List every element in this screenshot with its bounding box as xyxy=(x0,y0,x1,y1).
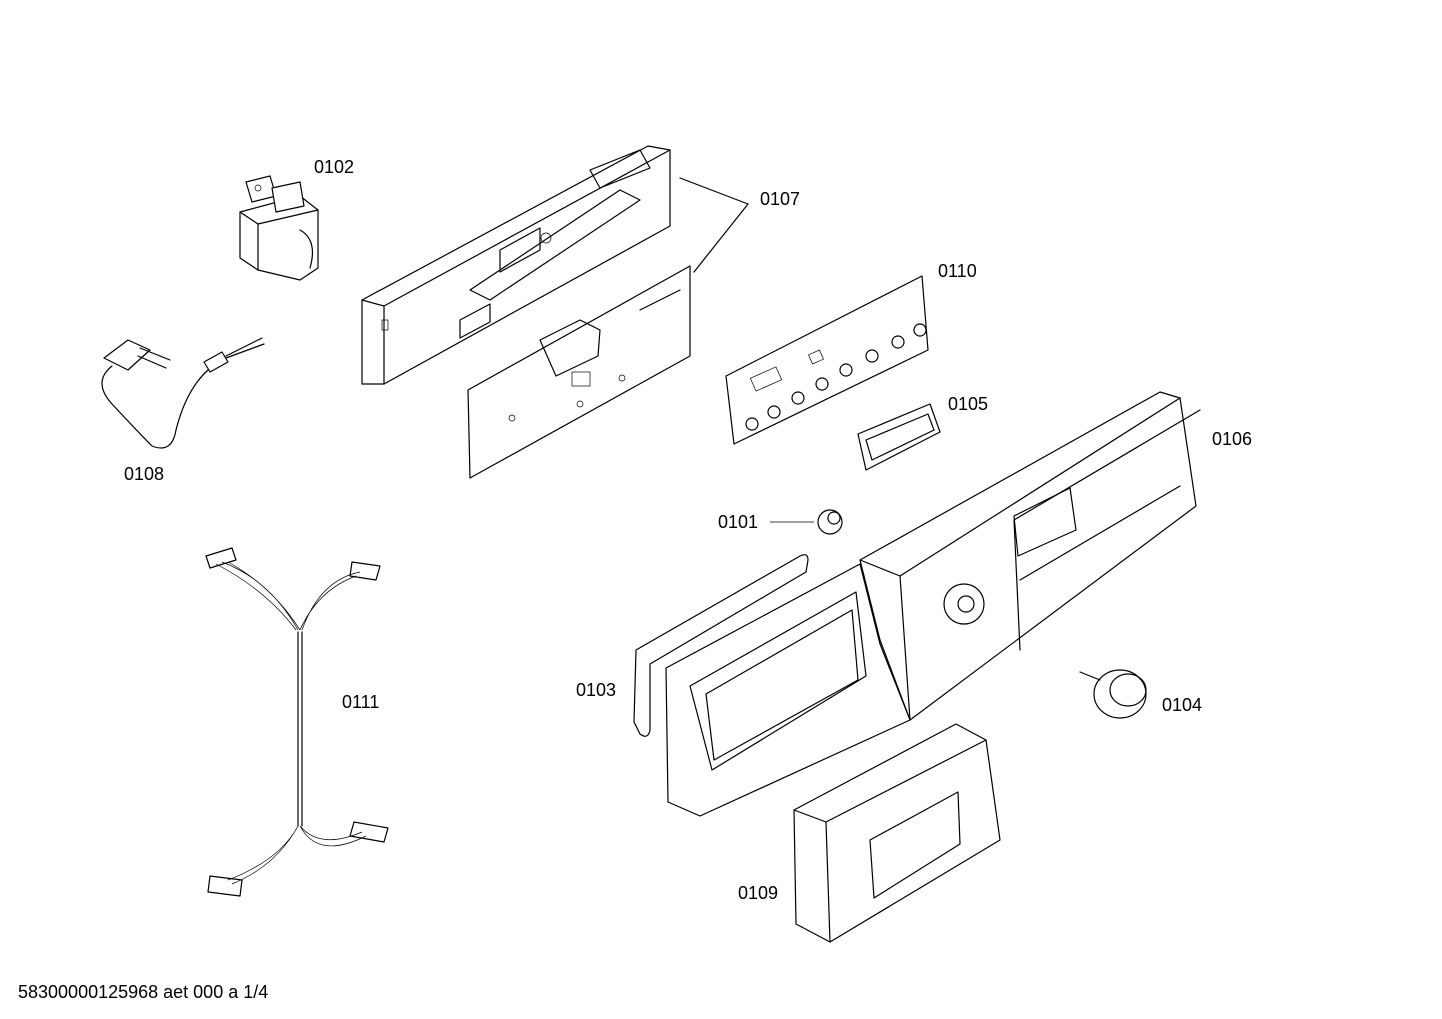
part-0105-display xyxy=(857,403,941,471)
part-0103-gasket xyxy=(633,554,809,737)
part-0101-knob xyxy=(770,509,843,535)
part-0102-suppressor xyxy=(239,175,319,281)
part-0104-knob xyxy=(1079,669,1147,719)
label-0102: 0102 xyxy=(314,157,355,177)
part-0107-housing xyxy=(361,145,749,385)
label-0109: 0109 xyxy=(738,883,779,903)
label-0101: 0101 xyxy=(718,512,759,532)
label-0103: 0103 xyxy=(576,680,617,700)
label-0104: 0104 xyxy=(1162,695,1203,715)
label-0105: 0105 xyxy=(948,394,989,414)
part-0106-front-panel xyxy=(859,391,1201,721)
part-0108-power-cord xyxy=(101,337,265,449)
part-0111-wiring-harness xyxy=(205,547,389,897)
label-0106: 0106 xyxy=(1212,429,1253,449)
label-0110: 0110 xyxy=(938,261,977,281)
part-0109-drawer xyxy=(793,723,1001,943)
label-0111: 0111 xyxy=(342,692,380,712)
label-0107: 0107 xyxy=(760,189,801,209)
part-0110-control-pcb xyxy=(725,275,929,445)
document-footer: 58300000125968 aet 000 a 1/4 xyxy=(18,982,269,1002)
label-0108: 0108 xyxy=(124,464,165,484)
part-0107-pcb xyxy=(467,203,749,479)
part-0103-frame xyxy=(665,563,911,817)
